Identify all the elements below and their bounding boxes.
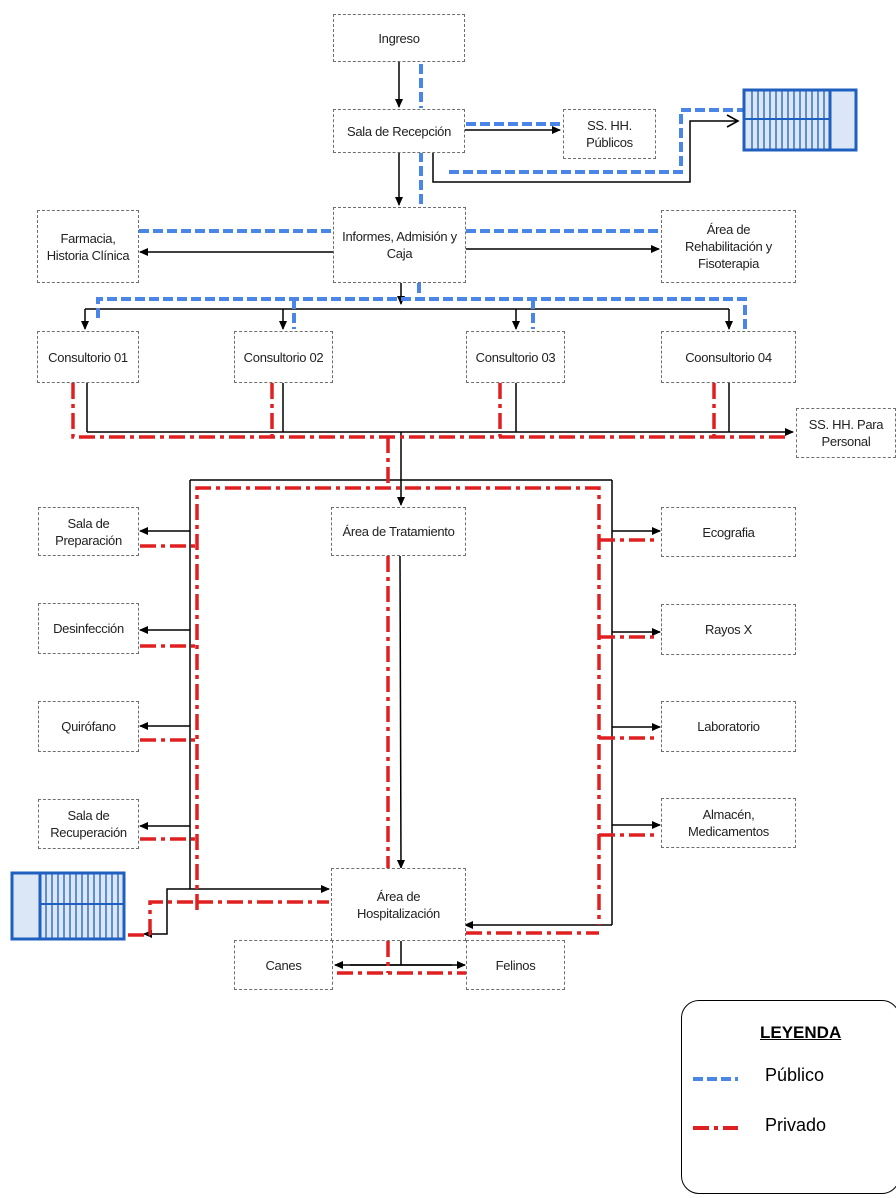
- box-sala-recuperacion: Sala de Recuperación: [38, 799, 139, 849]
- box-desinfeccion: Desinfección: [38, 603, 139, 654]
- exit-gate-icon: [10, 871, 126, 941]
- box-sshh-personal: SS. HH. Para Personal: [796, 408, 896, 458]
- box-rehabilitacion: Área de Rehabilitación y Fisoterapia: [661, 210, 796, 283]
- private-route: [71, 383, 786, 975]
- box-consultorio-03: Consultorio 03: [466, 331, 565, 383]
- box-consultorio-02: Consultorio 02: [234, 331, 333, 383]
- box-area-hospitalizacion: Área de Hospitalización: [331, 868, 466, 941]
- legend: LEYENDA Público Privado: [681, 1000, 896, 1194]
- entrance-gate-icon: [742, 88, 858, 152]
- box-felinos: Felinos: [466, 940, 565, 990]
- box-ecografia: Ecografia: [661, 507, 796, 557]
- box-area-tratamiento: Área de Tratamiento: [331, 507, 466, 556]
- box-ingreso: Ingreso: [333, 14, 465, 62]
- box-farmacia: Farmacia, Historia Clínica: [37, 210, 139, 283]
- legend-swatches: [693, 1077, 738, 1130]
- box-sala-preparacion: Sala de Preparación: [38, 507, 139, 556]
- box-sshh-publicos: SS. HH. Públicos: [563, 109, 656, 159]
- legend-title: LEYENDA: [760, 1023, 842, 1042]
- box-rayos-x: Rayos X: [661, 604, 796, 655]
- box-almacen: Almacén, Medicamentos: [661, 798, 796, 848]
- box-quirofano: Quirófano: [38, 701, 139, 752]
- legend-label-privado: Privado: [765, 1115, 827, 1135]
- box-consultorio-01: Consultorio 01: [37, 331, 139, 383]
- box-sala-recepcion: Sala de Recepción: [333, 109, 465, 153]
- box-informes: Informes, Admisión y Caja: [333, 207, 466, 283]
- box-consultorio-04: Coonsultorio 04: [661, 331, 796, 383]
- flow-arrows: [81, 62, 794, 969]
- box-laboratorio: Laboratorio: [661, 701, 796, 752]
- box-canes: Canes: [234, 940, 333, 990]
- legend-label-publico: Público: [765, 1065, 825, 1085]
- public-route: [96, 64, 747, 329]
